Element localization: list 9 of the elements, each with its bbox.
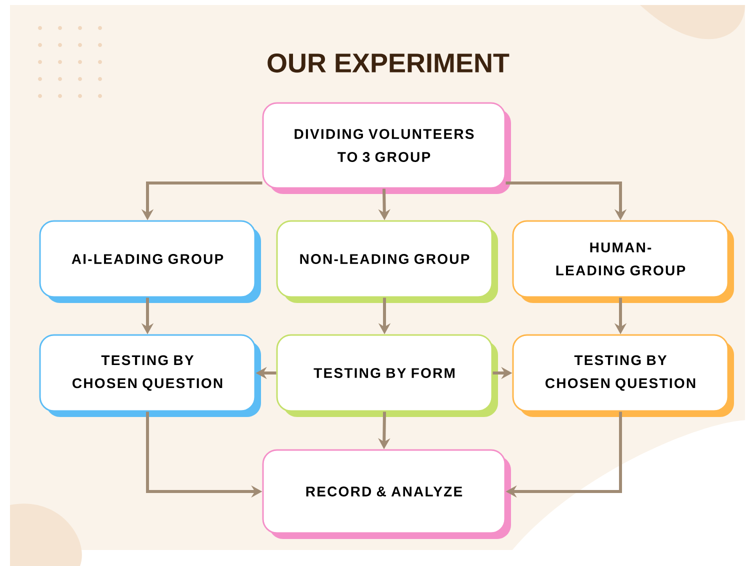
process-box: TESTING BY FORM [276, 334, 498, 417]
process-box: TESTING BY CHOSEN QUESTION [39, 334, 261, 417]
process-box: TESTING BY CHOSEN QUESTION [512, 334, 734, 417]
process-box: AI-LEADING GROUP [39, 220, 261, 303]
title: OUR EXPERIMENT [268, 53, 510, 73]
process-box: NON-LEADING GROUP [276, 220, 498, 303]
process-box: RECORD & ANALYZE [262, 449, 511, 539]
process-box: DIVIDING VOLUNTEERS TO 3 GROUP [262, 102, 511, 194]
process-box: HUMAN-LEADING GROUP [512, 220, 734, 303]
